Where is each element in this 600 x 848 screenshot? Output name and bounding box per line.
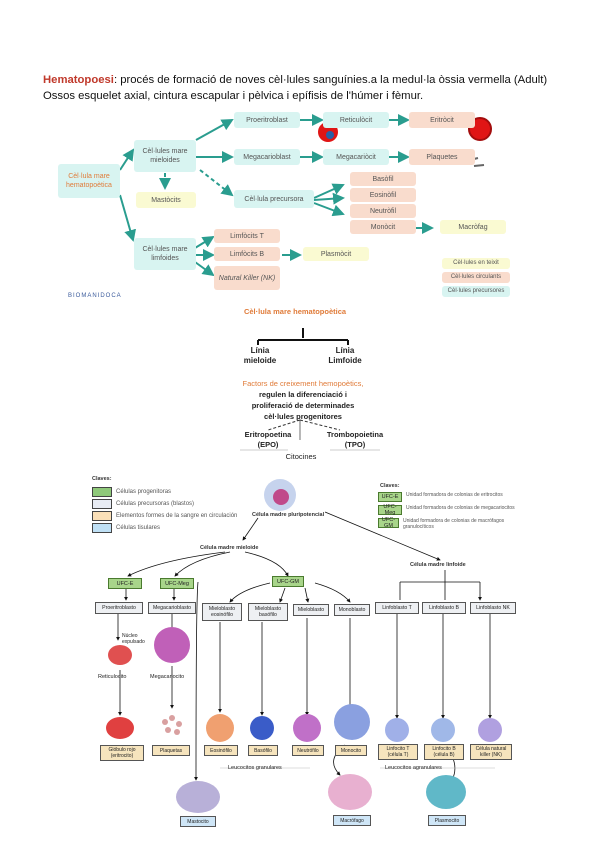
platelets-cells-icon <box>162 715 182 735</box>
plasmocyte-cell-icon <box>426 775 466 809</box>
lymphoid-stem-label: Célula madre linfoide <box>410 562 466 568</box>
reticulocit-box: Reticulòcit <box>323 112 389 128</box>
nk-cell-box: Célula natural killer (NK) <box>470 744 512 760</box>
linfoblasto-nk-box: Linfoblasto NK <box>470 602 516 614</box>
keys-legend: Células progenitoras Células precursoras… <box>92 486 237 534</box>
d2-citocines: Citocines <box>285 452 317 461</box>
diagram2-lines <box>240 328 380 451</box>
megacariocito-label: Megacariocito <box>150 674 185 680</box>
basophil-cell-icon <box>250 716 274 740</box>
d2-stem: Cèl·lula mare hematopoètica <box>243 307 347 316</box>
mieloblasto-bas-box: Mieloblasto basófilo <box>248 603 288 621</box>
mastocito-box: Mastocito <box>180 816 216 827</box>
plaquetes-box: Plaquetes <box>409 149 475 165</box>
megacarioblasto-box: Megacarioblasto <box>148 602 196 614</box>
ufc-gm-box: UFC-GM <box>272 576 304 587</box>
neutrofilo-box: Neutrófilo <box>292 745 324 756</box>
macrofag-box: Macròfag <box>440 220 506 234</box>
basofilo-box: Basófilo <box>248 745 278 756</box>
d2-factors: Factors de creixement hemopoètics, regul… <box>242 379 364 421</box>
basofil-box: Basòfil <box>350 172 416 186</box>
intro-highlight: Hematopoesi <box>43 74 114 86</box>
ufc-meg-box: UFC-Meg <box>160 578 194 589</box>
b-cell-icon <box>431 718 455 742</box>
intro-text: Hematopoesi: procés de formació de noves… <box>43 72 547 104</box>
limfocit-b-box: Limfòcits B <box>214 247 280 261</box>
lymphoid-stem-box: Cèl·lules mare limfoides <box>134 238 196 270</box>
eosinophil-cell-icon <box>206 714 234 742</box>
keys-title: Claves: <box>92 476 112 482</box>
legend-tissue: Cèl·lules en teixit <box>442 258 510 269</box>
reticulocyte-cell-icon <box>108 645 132 665</box>
diagram1-arrows <box>119 114 492 277</box>
rbc-cell-icon <box>106 717 134 739</box>
granulares-label: Leucocitos granulares <box>228 765 282 771</box>
proeritroblasto-box: Proeritroblasto <box>95 602 143 614</box>
d2-lymphoid: Línia Limfoide <box>328 346 362 365</box>
monoblasto-box: Monoblasto <box>334 604 370 616</box>
eritrocit-box: Eritròcit <box>409 112 475 128</box>
d2-tpo: Trombopoietina (TPO) <box>326 430 384 449</box>
key-swatch-tissue <box>92 523 112 533</box>
agranulares-label: Leucocitos agranulares <box>385 765 442 771</box>
megakaryocyte-cell-icon <box>154 627 190 663</box>
mastocyte-cell-icon <box>176 781 220 813</box>
reticulocyte-nucleus-icon <box>326 131 334 139</box>
limfocit-t-box: Limfòcits T <box>214 229 280 243</box>
intro-line-2: Ossos esquelet axial, cintura escapular … <box>43 90 424 102</box>
eosinofilo-box: Eosinófilo <box>204 745 238 756</box>
ufc-e-box: UFC-E <box>108 578 142 589</box>
myeloid-stem-box: Cèl·lules mare mieloides <box>134 140 196 172</box>
pluripotent-label: Célula madre pluripotencial <box>252 512 325 518</box>
d2-epo: Eritropoetina (EPO) <box>244 430 292 449</box>
myeloid-stem-label: Célula madre mieloide <box>200 545 259 551</box>
key-swatch-progenitor <box>92 487 112 497</box>
megacarioblast-box: Megacarioblast <box>234 149 300 165</box>
precursora-box: Cèl·lula precursora <box>234 190 314 208</box>
reticulocito-label: Reticulocito <box>98 674 127 680</box>
mieloblasto-box: Mieloblasto <box>293 604 329 616</box>
eosinofil-box: Eosinòfil <box>350 188 416 202</box>
macrofago-box: Macrófago <box>333 815 371 826</box>
monocito-box: Monocito <box>335 745 367 756</box>
pluripotent-nucleus-icon <box>273 489 289 505</box>
monocyte-cell-icon <box>334 704 370 740</box>
legend-circulating: Cèl·lules circulants <box>442 272 510 283</box>
megacariocit-box: Megacariòcit <box>323 149 389 165</box>
keys2-title: Claves: <box>380 483 400 489</box>
intro-line-1: Hematopoesi: procés de formació de noves… <box>43 74 548 86</box>
plaquetas-box: Plaquetas <box>152 745 190 756</box>
nk-cell-icon <box>478 718 502 742</box>
linfoblasto-t-box: Linfoblasto T <box>375 602 419 614</box>
t-cell-icon <box>385 718 409 742</box>
globulo-rojo-box: Glóbulo rojo (eritrocito) <box>100 745 144 761</box>
key-swatch-precursor <box>92 499 112 509</box>
linfocito-b-box: Linfocito B (célula B) <box>424 744 464 760</box>
nk-box: Natural Killer (NK) <box>214 266 280 290</box>
monocit-box: Monòcit <box>350 220 416 234</box>
plasmocit-box: Plasmòcit <box>303 247 369 261</box>
mastocits-box: Mastòcits <box>136 192 196 208</box>
proeritroblast-box: Proeritroblast <box>234 112 300 128</box>
neutrofil-box: Neutròfil <box>350 204 416 218</box>
linfocito-t-box: Linfocito T (célula T) <box>378 744 418 760</box>
d2-myeloid: Línia mieloide <box>243 346 277 365</box>
key-swatch-circulating <box>92 511 112 521</box>
mieloblasto-eos-box: Mieloblasto eosinófilo <box>202 603 242 621</box>
plasmocito-box: Plasmocito <box>428 815 466 826</box>
logo: BIOMANIDOCA <box>68 293 122 299</box>
macrophage-cell-icon <box>328 774 372 810</box>
neutrophil-cell-icon <box>293 714 321 742</box>
nucleo-label: Núcleo expulsado <box>122 633 145 645</box>
linfoblasto-b-box: Linfoblasto B <box>422 602 466 614</box>
legend-precursor: Cèl·lules precursores <box>442 286 510 297</box>
stem-cell-box: Cèl·lula mare hematopoètica <box>58 164 120 198</box>
